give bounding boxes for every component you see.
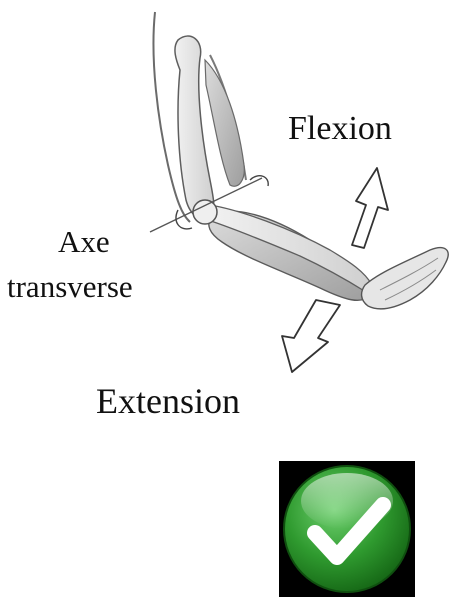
transverse-label: transverse [7, 271, 133, 302]
axe-label: Axe [58, 226, 110, 257]
hand [362, 248, 449, 309]
extension-label: Extension [96, 383, 240, 419]
flexion-arrow [352, 168, 388, 248]
elbow-joint [193, 200, 217, 224]
check-icon [279, 461, 415, 597]
upper-arm-muscle [205, 60, 244, 186]
extension-arrow [282, 300, 340, 372]
flexion-label: Flexion [288, 112, 392, 146]
check-icon-container [279, 461, 415, 597]
elbow-flexion-diagram [0, 0, 462, 440]
